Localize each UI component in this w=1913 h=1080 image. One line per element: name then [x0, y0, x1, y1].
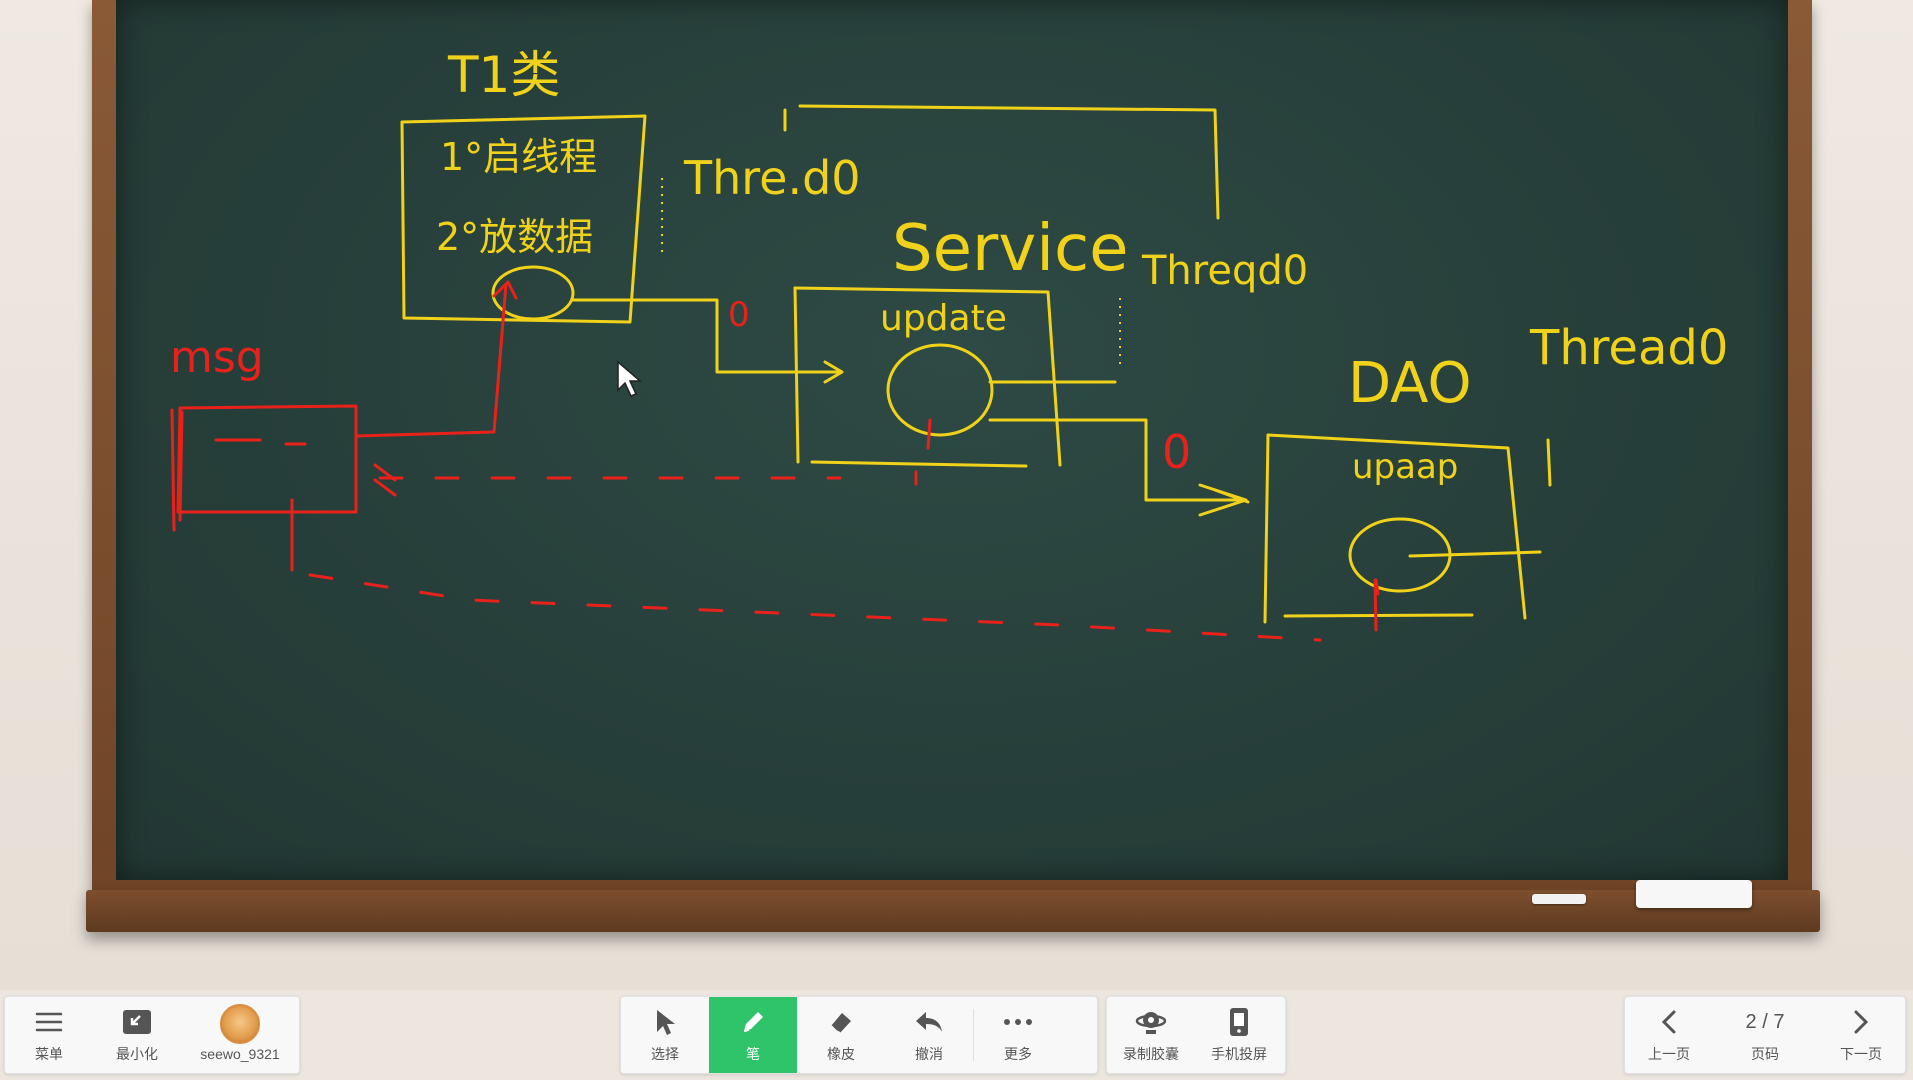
menu-icon [35, 1006, 63, 1038]
chalk-tray [86, 890, 1820, 932]
next-page-button[interactable]: 下一页 [1817, 997, 1905, 1073]
blackboard[interactable] [116, 0, 1788, 880]
toolbar-record: 录制胶囊 手机投屏 [1106, 996, 1286, 1074]
page-indicator: 2 / 7 [1745, 1010, 1785, 1033]
label-mark-2: 0 [1162, 425, 1191, 479]
phone-mirror-button[interactable]: 手机投屏 [1195, 997, 1283, 1073]
eraser-label: 橡皮 [827, 1046, 855, 1062]
undo-label: 撤消 [915, 1046, 943, 1062]
menu-label: 菜单 [35, 1046, 63, 1062]
board-eraser [1636, 880, 1752, 908]
phone-icon [1228, 1006, 1250, 1038]
page-number-label: 页码 [1751, 1046, 1779, 1062]
label-mark-1: 0 [728, 295, 750, 335]
label-update-dao: upaap [1352, 447, 1458, 487]
label-msg: msg [170, 332, 264, 383]
mirror-label: 手机投屏 [1211, 1046, 1267, 1062]
toolbar-center: 选择 笔 橡皮 撤消 更多 [620, 996, 1098, 1074]
chevron-left-icon [1660, 1006, 1678, 1038]
label-start-thread: 1°启线程 [440, 135, 597, 179]
eraser-icon [827, 1006, 855, 1038]
mouse-cursor-icon [617, 360, 643, 397]
menu-button[interactable]: 菜单 [5, 997, 93, 1073]
pen-label: 笔 [746, 1046, 760, 1062]
yellow-dotted [661, 178, 1121, 370]
label-thread-a: Thre.d0 [683, 151, 861, 205]
label-thread-c: Thread0 [1529, 320, 1728, 376]
record-capsule-button[interactable]: 录制胶囊 [1107, 997, 1195, 1073]
label-service: Service [892, 212, 1129, 286]
more-button[interactable]: 更多 [974, 997, 1062, 1073]
minimize-icon [122, 1006, 152, 1038]
select-tool-button[interactable]: 选择 [621, 997, 709, 1073]
label-update-service: update [880, 298, 1007, 339]
select-label: 选择 [651, 1046, 679, 1062]
minimize-label: 最小化 [116, 1046, 158, 1062]
pen-icon [739, 1006, 767, 1038]
prev-page-button[interactable]: 上一页 [1625, 997, 1713, 1073]
yellow-strokes [400, 104, 1552, 624]
label-thread-b: Threqd0 [1141, 248, 1308, 294]
undo-button[interactable]: 撤消 [885, 997, 973, 1073]
page-number-button[interactable]: 2 / 7 页码 [1713, 997, 1817, 1073]
minimize-button[interactable]: 最小化 [93, 997, 181, 1073]
prev-page-label: 上一页 [1648, 1046, 1690, 1062]
user-profile-button[interactable]: seewo_9321 [181, 997, 299, 1073]
record-label: 录制胶囊 [1123, 1046, 1179, 1062]
more-icon [1003, 1006, 1033, 1038]
label-t1: T1类 [447, 46, 560, 104]
next-page-label: 下一页 [1840, 1046, 1882, 1062]
toolbar-pagination: 上一页 2 / 7 页码 下一页 [1624, 996, 1906, 1074]
label-put-data: 2°放数据 [436, 215, 593, 259]
undo-icon [914, 1006, 944, 1038]
user-avatar [220, 1004, 260, 1044]
toolbar-left: 菜单 最小化 seewo_9321 [4, 996, 300, 1074]
red-strokes [170, 280, 1380, 632]
pointer-icon [653, 1006, 677, 1038]
more-label: 更多 [1004, 1046, 1032, 1062]
eraser-tool-button[interactable]: 橡皮 [797, 997, 885, 1073]
label-dao: DAO [1348, 351, 1472, 416]
record-capsule-icon [1135, 1006, 1167, 1038]
chevron-right-icon [1852, 1006, 1870, 1038]
avatar-icon [220, 1004, 260, 1044]
chalk-stick [1532, 894, 1586, 904]
handwriting-layer: T1类 1°启线程 2°放数据 Thre.d0 Service Threqd0 … [170, 46, 1728, 642]
separator [973, 1009, 974, 1061]
user-name: seewo_9321 [200, 1046, 280, 1062]
pen-tool-button[interactable]: 笔 [709, 997, 797, 1073]
red-dashed-returns [308, 476, 1322, 642]
